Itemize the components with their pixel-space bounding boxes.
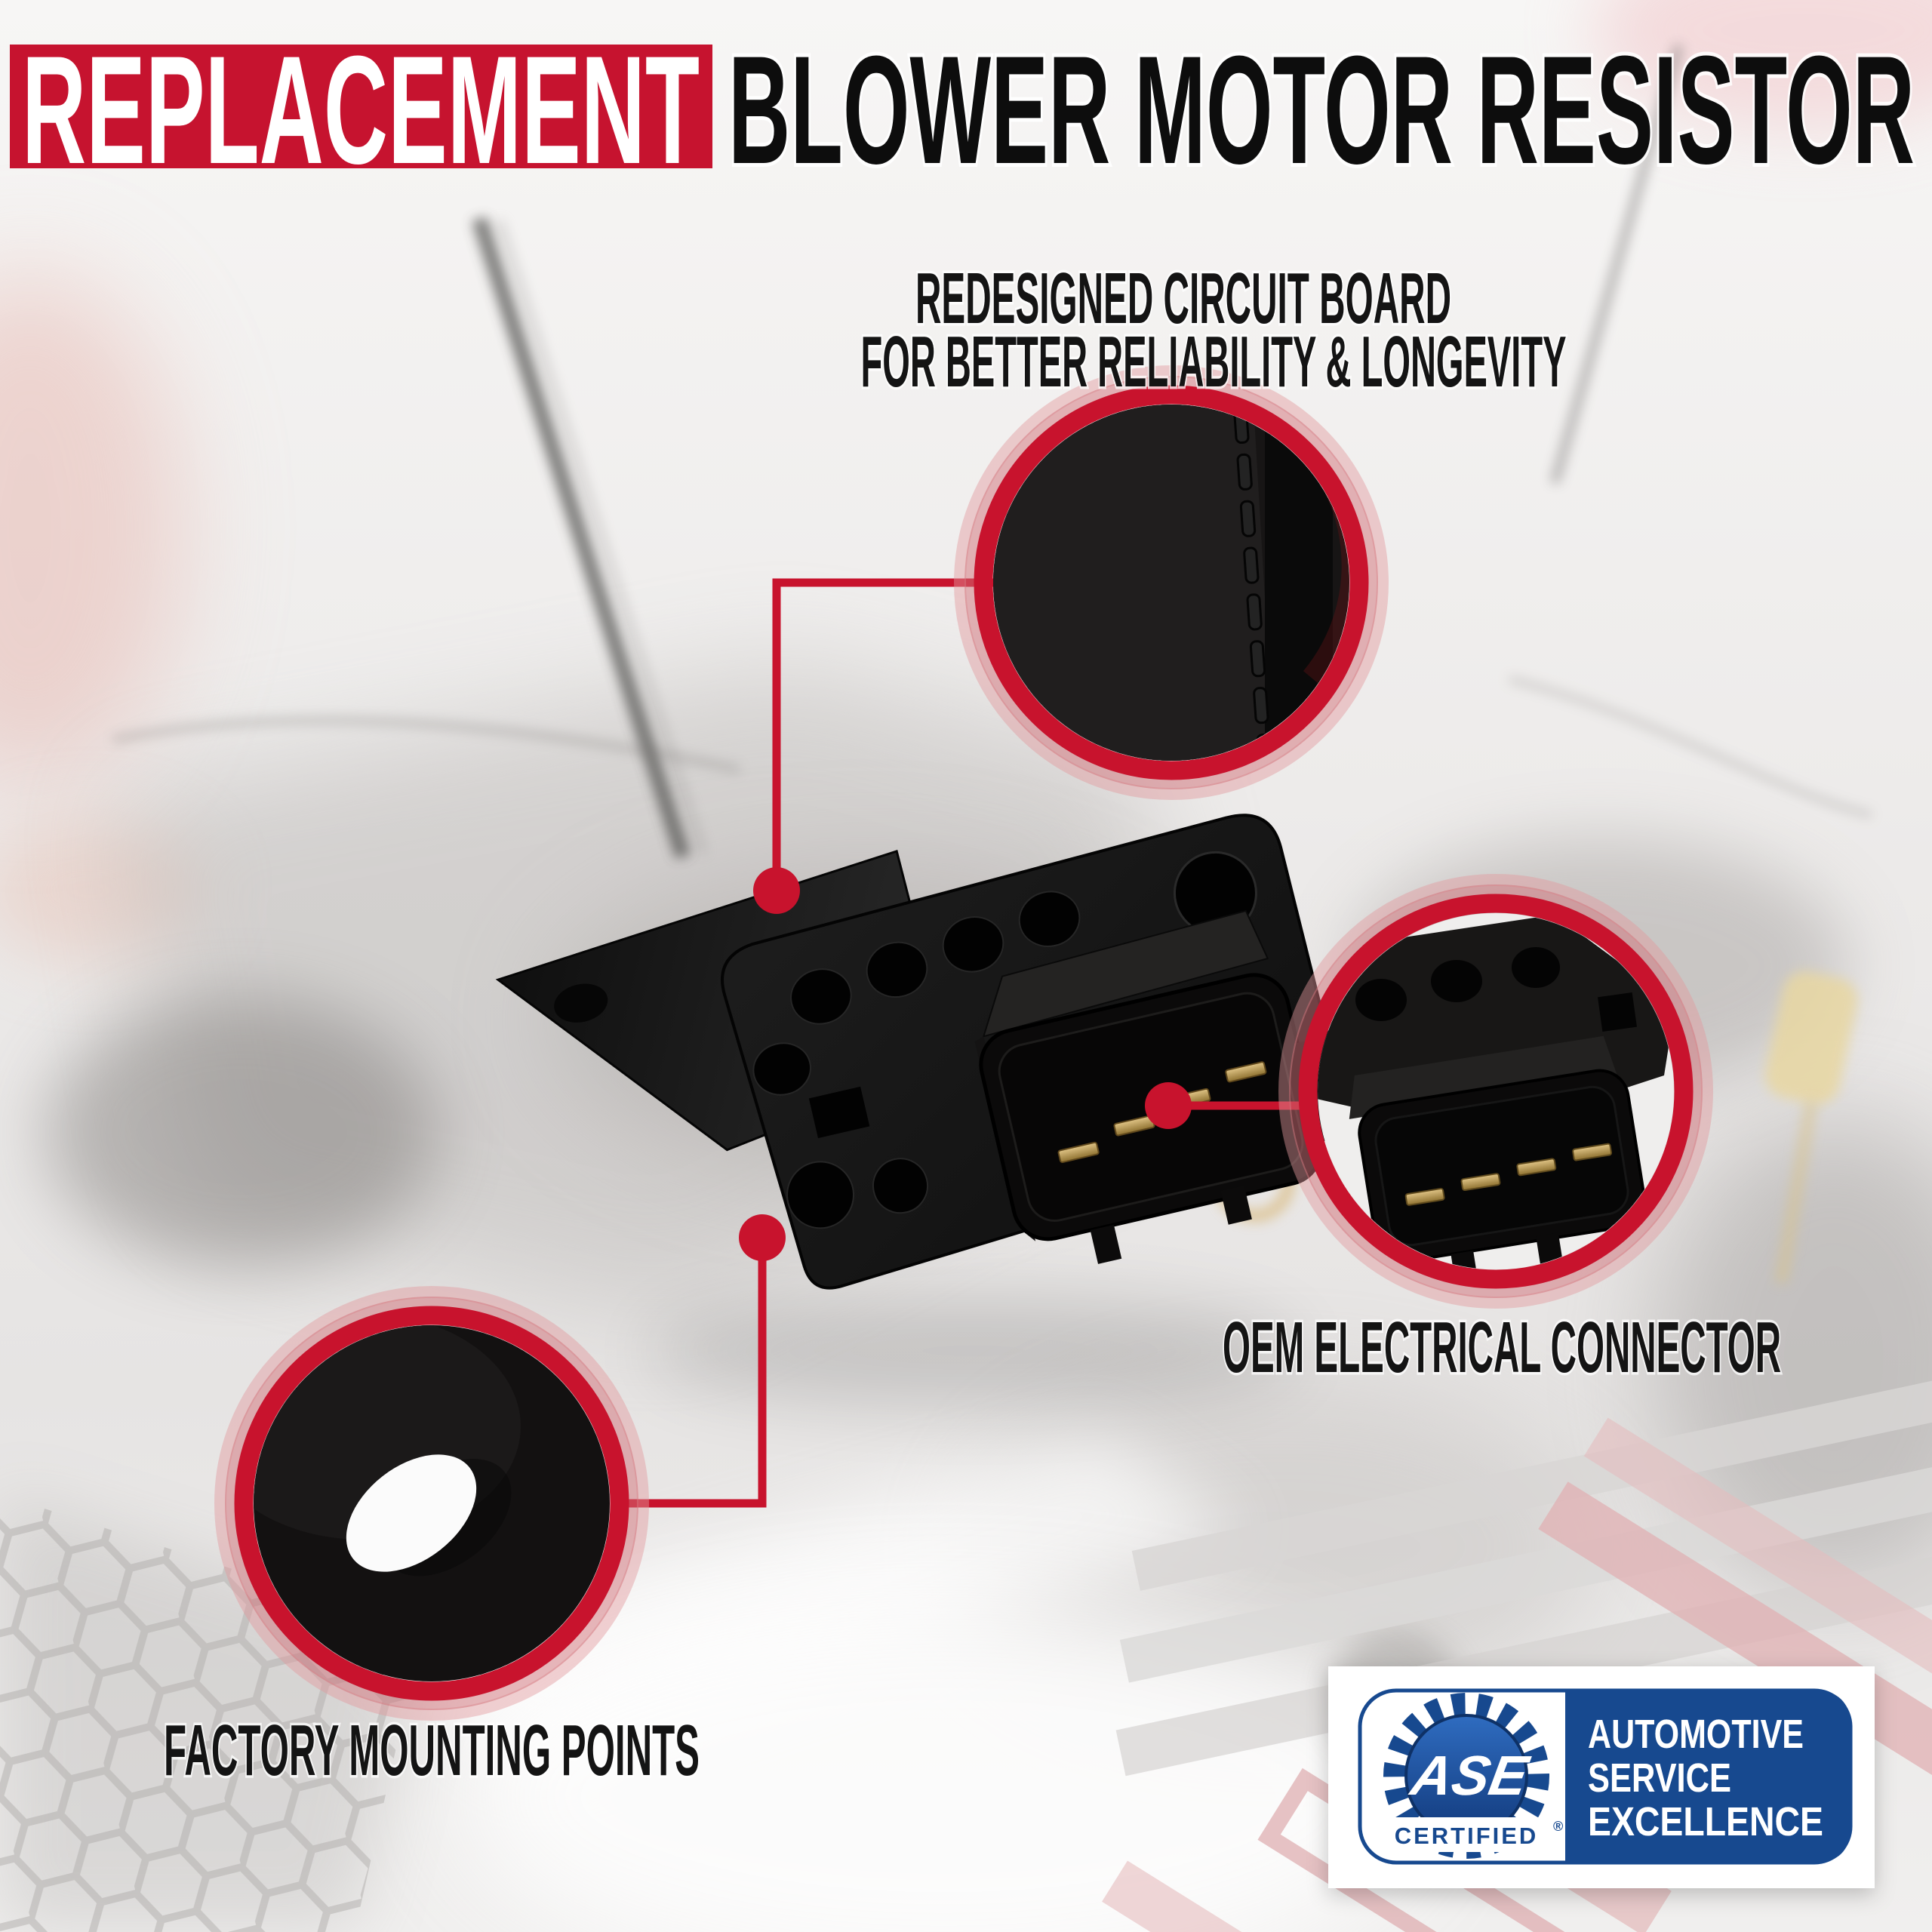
page-title: BLOWER MOTOR RESISTOR	[728, 24, 1915, 196]
connector-tab	[1090, 1224, 1122, 1264]
flange-hole	[866, 941, 928, 998]
mounting-label: FACTORY MOUNTING POINTS	[164, 1710, 700, 1791]
callout-dot-connector	[1145, 1082, 1192, 1129]
connector-label: OEM ELECTRICAL CONNECTOR	[1223, 1307, 1781, 1388]
hood-strut-highlight	[497, 220, 706, 854]
dipstick-handle	[1765, 971, 1857, 1104]
engine-far-right	[1653, 1117, 1932, 1600]
connector-bubble	[1278, 874, 1713, 1309]
part-shadow	[649, 1298, 1298, 1404]
ase-acronym: ASE	[1405, 1744, 1534, 1807]
cable-2	[1509, 676, 1872, 818]
callout-dots	[739, 867, 1192, 1261]
mounting-bubble	[214, 1286, 649, 1721]
flange-hole	[790, 968, 852, 1025]
circuit-board-bubble	[954, 365, 1389, 800]
ase-line-excellence: EXCELLENCE	[1588, 1799, 1823, 1844]
callout-dot-mounting	[739, 1214, 786, 1261]
ase-certified-label: CERTIFIED	[1395, 1823, 1539, 1849]
connector-tab-2	[1220, 1185, 1252, 1225]
ase-registered-mark: ®	[1553, 1819, 1563, 1834]
connector-zoom	[1318, 915, 1674, 1269]
ase-line-automotive: AUTOMOTIVE	[1588, 1712, 1804, 1757]
ase-blue-panel	[1565, 1690, 1850, 1863]
mounting-hole-2	[872, 1158, 929, 1214]
bubble-ring	[234, 1306, 629, 1701]
ase-certified-band	[1386, 1817, 1547, 1852]
circuit-board-label-line1: REDESIGNED CIRCUIT BOARD	[915, 258, 1451, 339]
fin-hole	[554, 983, 608, 1023]
engine-shadow-left	[45, 996, 438, 1268]
circuit-board-label-line2: FOR BETTER RELIABILITY & LONGEVITY	[861, 321, 1567, 402]
flange-cutout	[808, 1086, 870, 1139]
cable	[112, 717, 740, 773]
callout-lines	[626, 578, 1313, 1508]
dipstick-stem	[1775, 1100, 1817, 1284]
callout-line-mounting	[626, 1238, 767, 1508]
bubble-ring	[974, 385, 1369, 780]
header-red-box	[10, 45, 712, 168]
white-glow-bottom	[453, 1600, 1434, 1932]
flange-hole	[1018, 891, 1081, 947]
ase-badge: ASE CERTIFIED ® AUTOMOTIVE SERVICE EXCEL…	[1328, 1666, 1875, 1888]
ase-line-service: SERVICE	[1588, 1755, 1731, 1801]
header: REPLACEMENT BLOWER MOTOR RESISTOR	[10, 20, 1918, 200]
mounting-hole	[786, 1161, 855, 1229]
connector-top-face	[982, 909, 1269, 1038]
pink-glow-top-right	[1592, 0, 1932, 128]
flange-hole-left	[752, 1042, 811, 1096]
header-badge-label: REPLACEMENT	[22, 24, 700, 196]
blower-motor-resistor	[495, 814, 1346, 1290]
red-sleeve-blob	[0, 272, 181, 785]
flange-hole	[942, 916, 1004, 973]
callout-dot-circuit-board	[753, 867, 800, 914]
bubble-ring	[1298, 894, 1694, 1289]
right-rod	[1550, 44, 1684, 485]
callout-line-circuit-board	[772, 578, 996, 891]
